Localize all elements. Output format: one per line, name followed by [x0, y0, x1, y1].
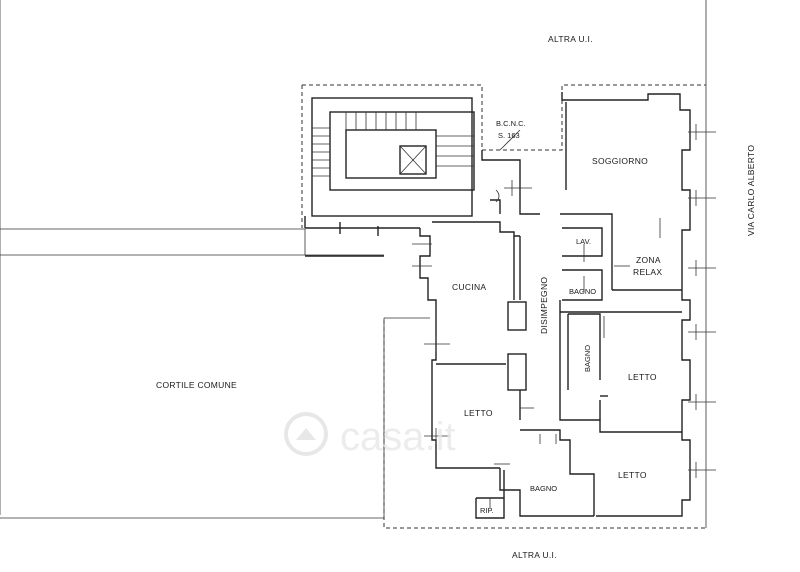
room-label-relax: RELAX	[633, 267, 662, 277]
watermark-text: casa.it	[340, 415, 456, 459]
room-label-bagno-bottom: BAGNO	[530, 484, 557, 493]
unit-boundary	[301, 84, 706, 529]
watermark: casa.it	[284, 412, 456, 459]
bcnc-label: B.C.N.C.	[496, 119, 526, 128]
access-corridor	[304, 216, 420, 257]
room-label-cucina: CUCINA	[452, 282, 486, 292]
room-label-rip: RIP.	[480, 506, 494, 515]
courtyard-label: CORTILE COMUNE	[156, 380, 237, 390]
stair-treads	[312, 112, 474, 177]
room-label-letto-left: LETTO	[464, 408, 493, 418]
room-label-zona: ZONA	[636, 255, 661, 265]
apartment-walls	[419, 92, 691, 519]
street-label: VIA CARLO ALBERTO	[746, 145, 756, 236]
room-label-letto-bottom: LETTO	[618, 470, 647, 480]
openings	[412, 124, 716, 508]
neighbor-top-label: ALTRA U.I.	[548, 34, 593, 44]
room-label-disimpegno: DISIMPEGNO	[539, 277, 549, 334]
room-label-letto-right: LETTO	[628, 372, 657, 382]
room-label-lav: LAV.	[576, 237, 591, 246]
bcnc-area-label: S. 163	[498, 131, 520, 140]
room-label-bagno-vertical: BAGNO	[583, 345, 592, 372]
room-label-bagno-small: BAGNO	[569, 287, 596, 296]
neighbor-bottom-label: ALTRA U.I.	[512, 550, 557, 560]
stairwell	[311, 97, 475, 217]
room-label-soggiorno: SOGGIORNO	[592, 156, 648, 166]
